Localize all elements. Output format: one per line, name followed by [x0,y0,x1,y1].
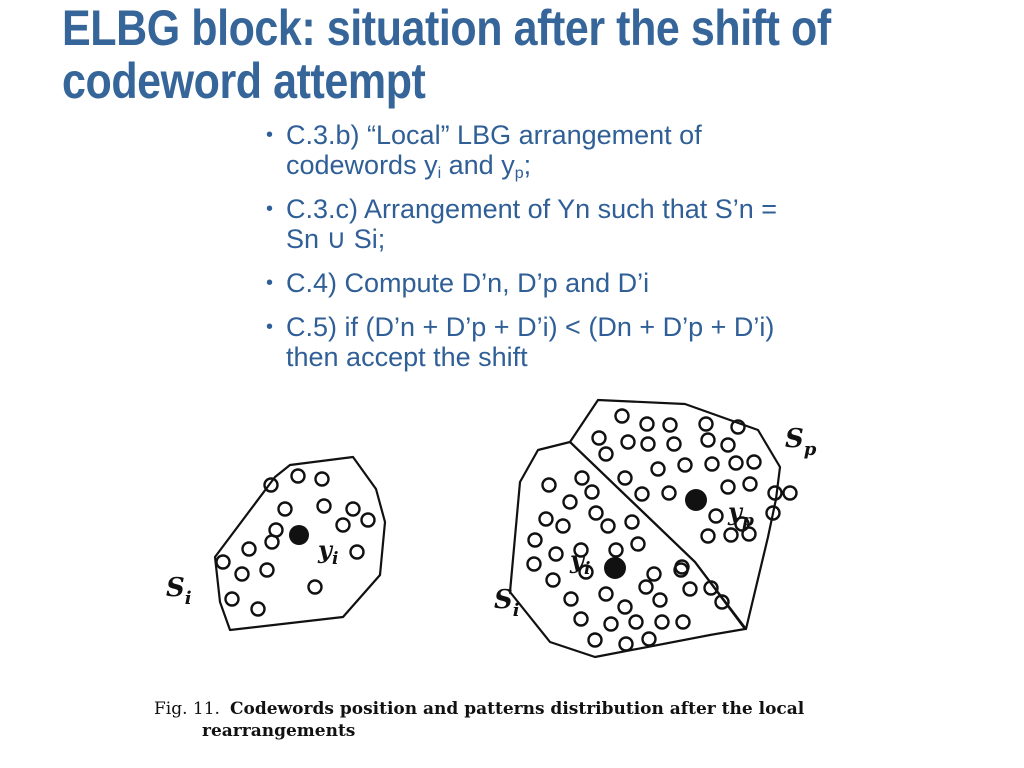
title-line-2: codeword attempt [62,53,426,109]
bullet-item: • C.3.b) “Local” LBG arrangement of code… [266,120,702,182]
bullet-dot-icon: • [266,198,274,220]
right-region-si-label: Si [494,585,520,621]
right-region-sp-label: Sp [785,424,817,460]
title-line-1: ELBG block: situation after the shift of [62,0,831,56]
right-codeword-yp [685,489,707,511]
left-pattern-circles [215,468,376,617]
right-regions: yi yp Si Sp [494,398,817,659]
bullet-list: • C.3.b) “Local” LBG arrangement of code… [266,120,786,386]
bullet-item: • C.3.c) Arrangement of Yn such that S’n… [266,194,778,254]
right-codeword-yi [604,557,626,579]
caption-line-1: Codewords position and patterns distribu… [229,699,805,719]
right-region-si-boundary [508,440,747,659]
figure-caption: Fig. 11. Codewords position and patterns … [154,698,874,742]
bullet-dot-icon: • [266,316,274,338]
left-codeword-label: yi [317,535,338,569]
left-region-si: yi Si [166,455,387,632]
right-sp-pattern-circles [591,408,798,544]
bullet-dot-icon: • [266,272,274,294]
left-region-label: Si [166,573,192,609]
caption-label: Fig. 11. [154,699,220,719]
bullet-item: • C.4) Compute D’n, D’p and D’i [266,268,650,298]
left-codeword-yi [289,525,309,545]
bullet-dot-icon: • [266,124,274,146]
right-si-pattern-circles [526,470,730,652]
right-codeword-yi-label: yi [569,545,590,579]
slide-title: ELBG block: situation after the shift of… [62,2,888,108]
caption-line-2: rearrangements [202,721,356,741]
codeword-diagram: yi Si [166,398,817,659]
bullet-item: • C.5) if (D’n + D’p + D’i) < (Dn + D’p … [266,312,775,372]
right-codeword-yp-label: yp [727,497,754,531]
left-region-boundary [213,455,387,632]
